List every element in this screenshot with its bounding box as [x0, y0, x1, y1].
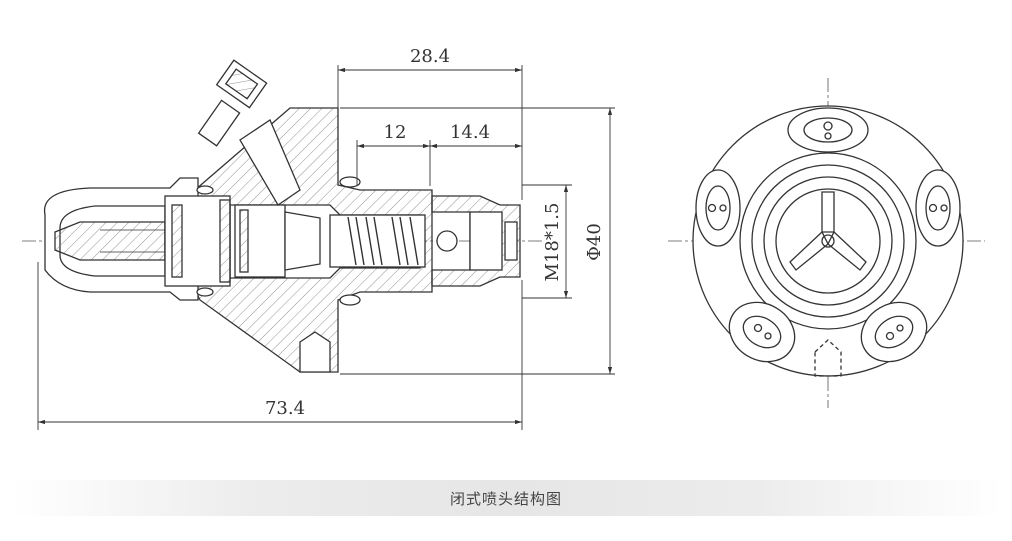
caption-bar: 闭式喷头结构图 [10, 480, 1002, 516]
dim-tip-length: 14.4 [450, 122, 490, 143]
caption-text: 闭式喷头结构图 [449, 489, 562, 508]
orifice-bottom-left [728, 301, 796, 363]
deflector-post [299, 331, 331, 373]
bulb-holder [197, 59, 268, 147]
orifice-bottom-right [860, 301, 928, 363]
sprinkler-structure-drawing: 28.4 12 14.4 73.4 M18*1.5 Φ40 [22, 46, 985, 430]
hidden-post [814, 339, 842, 377]
dim-diameter: Φ40 [584, 223, 605, 261]
section-view [22, 59, 545, 373]
bulb-channel [239, 119, 301, 206]
dim-thread-length: 12 [384, 122, 407, 143]
nozzle-tip [54, 221, 166, 261]
orifice-right [915, 169, 961, 247]
tri-arm-yoke [789, 191, 867, 271]
orifice-top [787, 107, 869, 153]
orifice-left [695, 169, 741, 247]
dim-overall-length: 73.4 [265, 398, 305, 419]
front-view [668, 78, 985, 408]
dim-body-length: 28.4 [410, 46, 450, 67]
spring [347, 216, 419, 266]
dimension-lines [37, 65, 615, 430]
ball [436, 230, 458, 252]
dim-thread-spec: M18*1.5 [542, 203, 563, 282]
